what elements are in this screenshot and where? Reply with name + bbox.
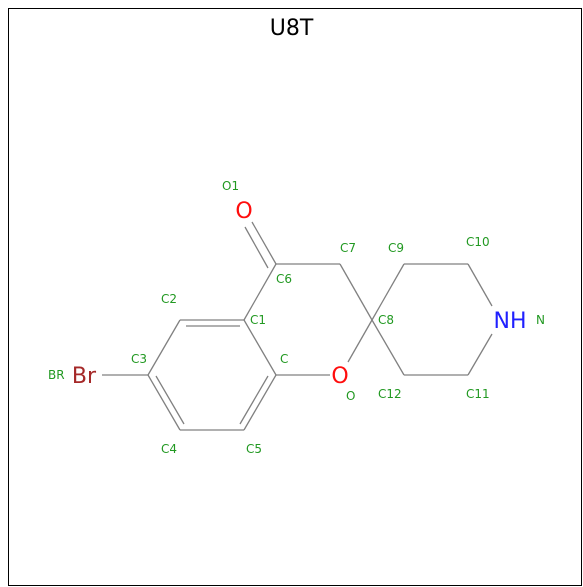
bond-c8-o — [347, 319, 373, 363]
bond-c1-c6 — [243, 263, 277, 321]
oxygen-ring-symbol: O — [331, 364, 348, 389]
atom-label-c5: C5 — [246, 442, 262, 456]
bond-c4-c3 — [147, 374, 181, 431]
bond-c10-n — [467, 263, 493, 307]
atom-label-c: C — [280, 352, 288, 366]
atom-label-c12: C12 — [378, 387, 402, 401]
bond-n-c11 — [467, 333, 493, 376]
atom-label-c7: C7 — [340, 241, 356, 255]
atom-label-n: N — [536, 313, 545, 327]
atom-label-c1: C1 — [250, 313, 266, 327]
bond-c8-c9 — [371, 263, 405, 321]
bond-c-c5-inner — [239, 375, 269, 425]
oxygen-ketone-symbol: O — [235, 199, 252, 224]
bond-c3-c2 — [147, 319, 181, 376]
bond-c6-o1-b — [244, 226, 269, 269]
atom-label-c11: C11 — [466, 387, 490, 401]
atom-label-c3: C3 — [131, 352, 147, 366]
atom-label-c10: C10 — [466, 235, 490, 249]
atom-label-c4: C4 — [161, 442, 177, 456]
atom-label-c8: C8 — [378, 313, 394, 327]
nh-symbol: NH — [494, 309, 527, 334]
atom-label-o: O — [346, 389, 355, 403]
bond-c7-c8 — [339, 263, 373, 321]
bond-c4-c3-inner — [155, 375, 185, 425]
atom-label-c9: C9 — [388, 241, 404, 255]
bond-c1-c — [243, 319, 277, 376]
bonds — [102, 221, 493, 431]
atom-label-c6: C6 — [276, 272, 292, 286]
atom-label-o1: O1 — [222, 179, 239, 193]
molecule-title: U8T — [269, 16, 314, 41]
bond-c12-c8 — [371, 319, 405, 376]
atom-label-br: BR — [48, 368, 65, 382]
atom-label-c2: C2 — [161, 292, 177, 306]
bond-c6-o1 — [251, 221, 277, 265]
bond-c-c5 — [243, 374, 277, 431]
bromine-symbol: Br — [72, 364, 97, 389]
